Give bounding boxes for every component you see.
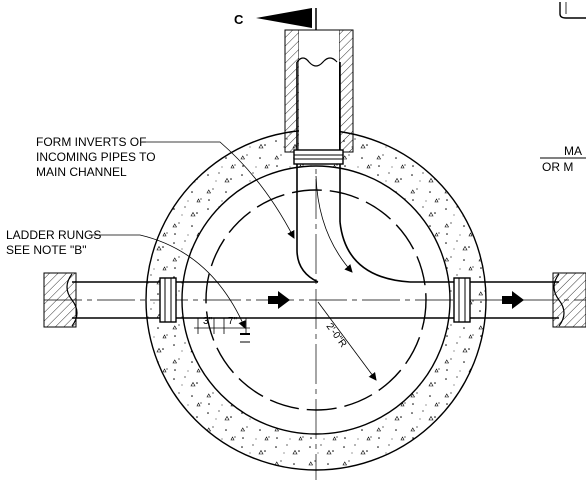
- branch-channel: [296, 175, 411, 283]
- ladder-rungs: [240, 333, 250, 343]
- ladder-callout-line-1: LADDER RUNGS: [6, 228, 101, 242]
- radius-leader: [317, 301, 377, 381]
- section-marker: C: [234, 8, 317, 30]
- flow-arrow-left: [268, 291, 290, 309]
- inverts-leader: [142, 141, 295, 239]
- inverts-callout-line-3: MAIN CHANNEL: [36, 165, 127, 179]
- flow-arrow-right: [502, 291, 524, 309]
- ladder-callout-line-2: SEE NOTE "B": [6, 243, 87, 257]
- inverts-callout: FORM INVERTS OF INCOMING PIPES TO MAIN C…: [36, 135, 156, 179]
- dimension-3-in: 3": [203, 316, 213, 327]
- inverts-callout-line-2: INCOMING PIPES TO: [36, 150, 156, 164]
- inverts-callout-line-1: FORM INVERTS OF: [36, 135, 146, 149]
- section-marker-label: C: [234, 12, 244, 27]
- main-channel: [43, 272, 586, 328]
- edge-note: MA OR M: [540, 144, 586, 174]
- top-pipe: [284, 29, 354, 250]
- dimension-7-in: 7": [228, 316, 238, 327]
- ladder-leader: [90, 234, 246, 329]
- ladder-callout: LADDER RUNGS SEE NOTE "B": [6, 228, 101, 257]
- edge-note-line-1: MA: [564, 144, 582, 158]
- partial-outline-top-right: [559, 2, 586, 19]
- edge-note-line-2: OR M: [542, 160, 573, 174]
